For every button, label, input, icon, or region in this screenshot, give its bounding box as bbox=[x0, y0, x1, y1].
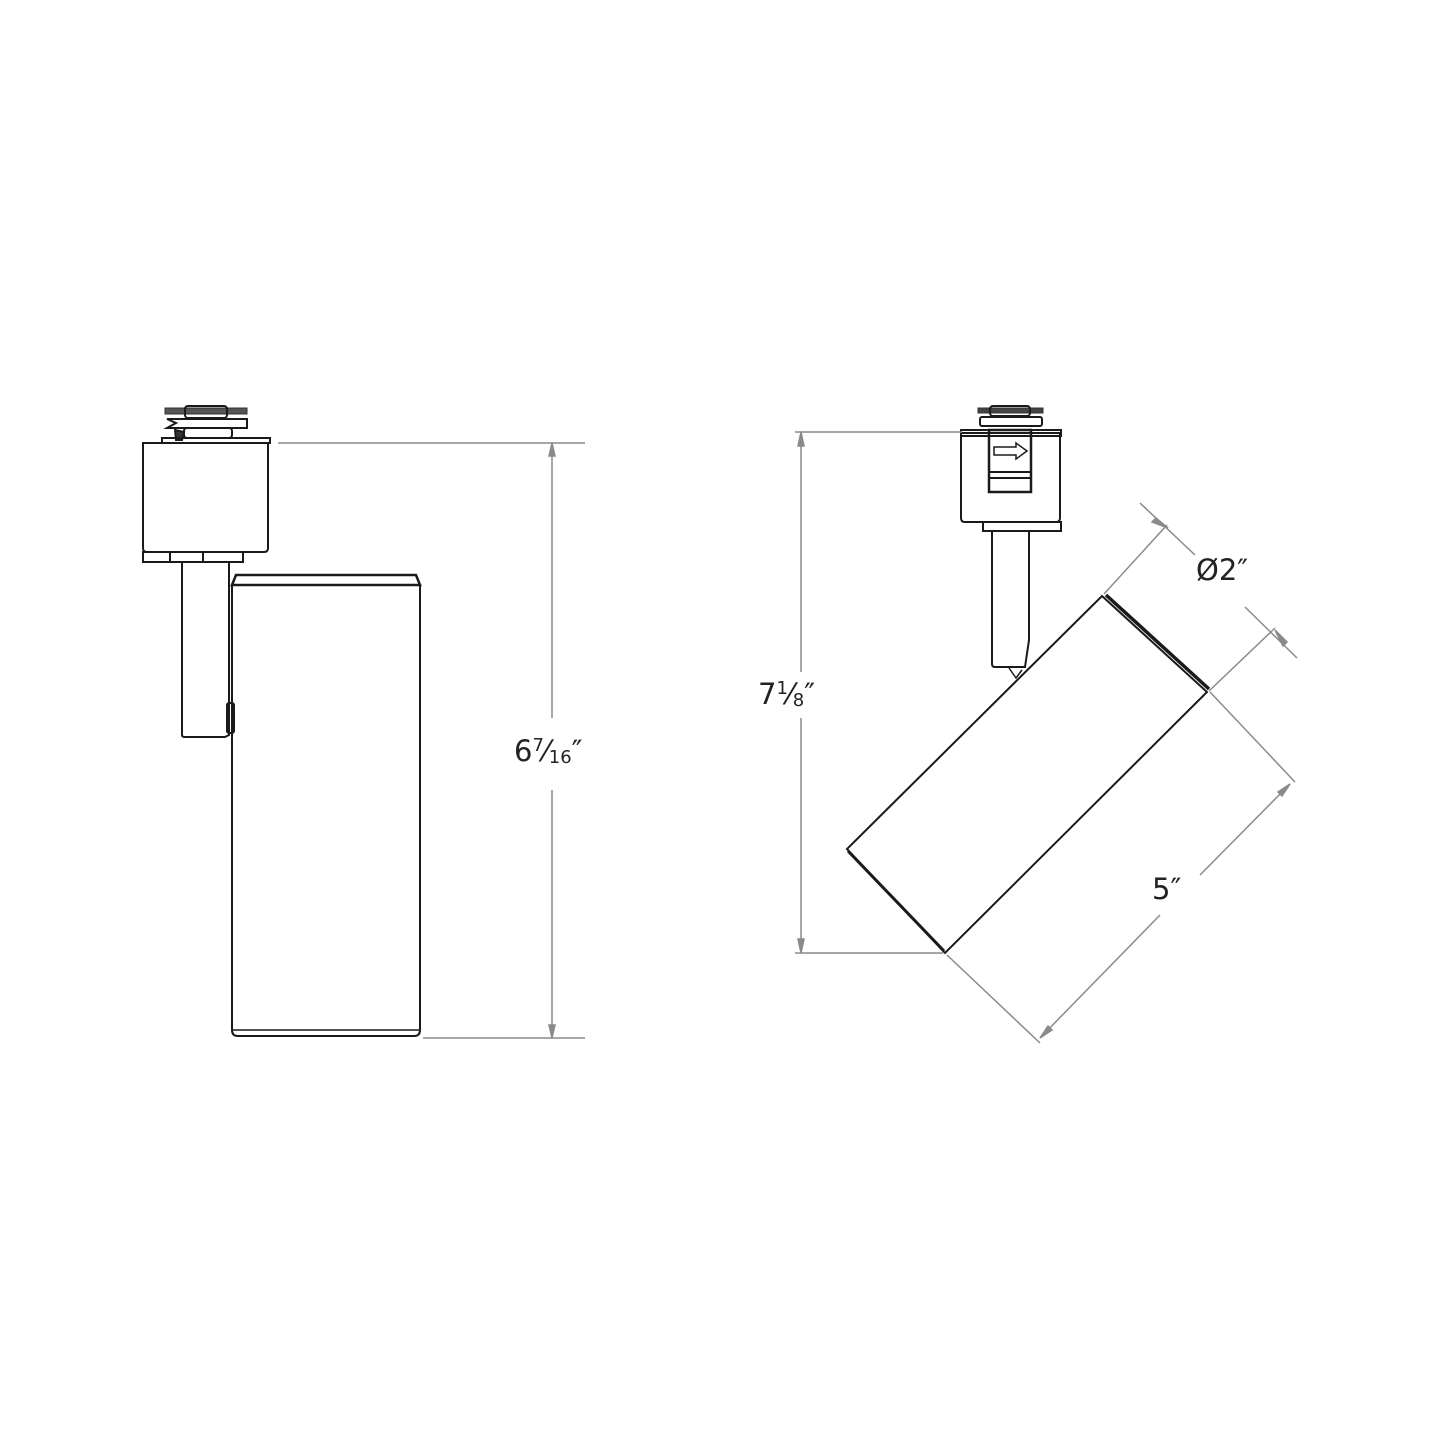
dimension-numerator: 1 bbox=[776, 678, 788, 699]
orientation-slot bbox=[987, 428, 1033, 494]
dimension-height-straight: 67⁄16″ bbox=[514, 734, 583, 768]
cylinder-body bbox=[231, 585, 421, 1037]
fraction-slash: ⁄ bbox=[787, 677, 793, 711]
dimension-numerator: 7 bbox=[532, 735, 544, 756]
right-dimension-lines bbox=[795, 431, 1298, 1044]
track-connector-icon bbox=[161, 405, 271, 444]
dimension-denominator: 16 bbox=[548, 747, 572, 768]
dimension-diameter: Ø2″ bbox=[1196, 553, 1249, 587]
dimension-denominator: 8 bbox=[792, 690, 805, 711]
dimension-length: 5″ bbox=[1152, 872, 1182, 906]
dimension-whole: 6 bbox=[514, 734, 533, 768]
stem bbox=[181, 562, 230, 738]
dimension-whole: 7 bbox=[758, 677, 777, 711]
track-connector-icon-right bbox=[960, 405, 1062, 437]
dimension-height-tilted: 71⁄8″ bbox=[758, 677, 816, 711]
adapter-housing bbox=[142, 442, 269, 553]
left-fixture bbox=[142, 405, 422, 1037]
tilted-cylinder-body bbox=[845, 594, 1209, 955]
fraction-slash: ⁄ bbox=[543, 734, 549, 768]
arrow-right-icon bbox=[993, 441, 1029, 461]
dimension-unit: ″ bbox=[804, 677, 816, 711]
dimension-unit: ″ bbox=[571, 734, 583, 768]
left-dimension-lines bbox=[278, 442, 585, 1039]
right-fixture bbox=[845, 405, 1211, 955]
